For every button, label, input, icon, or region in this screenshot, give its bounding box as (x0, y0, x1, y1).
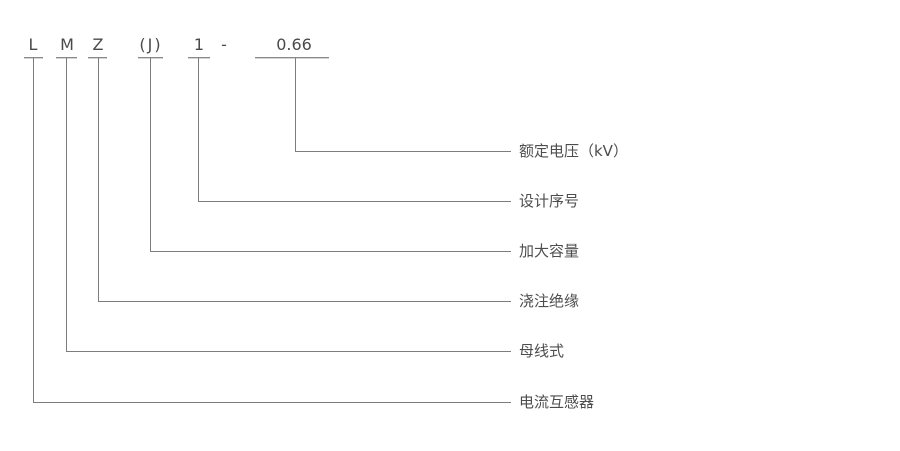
code-char-M: M (60, 35, 74, 54)
connector-horizontal-increased-capacity (150, 251, 511, 252)
connector-vertical-0-66 (295, 58, 296, 151)
code-char-1: 1 (193, 35, 205, 54)
designation-label-cast-insulation: 浇注绝缘 (519, 292, 580, 310)
connector-horizontal-busbar-type (66, 351, 511, 352)
designation-label-current-transformer: 电流互感器 (519, 393, 595, 411)
connector-vertical-M (66, 58, 67, 351)
code-underline-L (24, 57, 43, 58)
code-underline-M (56, 57, 77, 58)
connector-horizontal-cast-insulation (98, 301, 511, 302)
connector-horizontal-rated-voltage (295, 151, 511, 152)
designation-label-busbar-type: 母线式 (519, 342, 565, 360)
designation-label-rated-voltage: 额定电压（kV） (519, 142, 628, 160)
code-char-0-66: 0.66 (276, 35, 312, 54)
designation-label-design-serial: 设计序号 (519, 192, 580, 210)
code-char-J: (J) (139, 35, 163, 54)
code-underline-1 (188, 57, 210, 58)
code-underline-J (138, 57, 163, 58)
code-char-dash: - (221, 35, 227, 54)
connector-horizontal-design-serial (198, 201, 511, 202)
connector-vertical-1 (198, 58, 199, 201)
connector-vertical-L (33, 58, 34, 402)
connector-vertical-Z (98, 58, 99, 301)
designation-label-increased-capacity: 加大容量 (519, 242, 580, 260)
connector-horizontal-current-transformer (33, 402, 511, 403)
code-char-L: L (28, 35, 38, 54)
code-underline-0-66 (255, 57, 329, 58)
connector-vertical-J (150, 58, 151, 251)
code-underline-Z (88, 57, 107, 58)
code-char-Z: Z (92, 35, 104, 54)
